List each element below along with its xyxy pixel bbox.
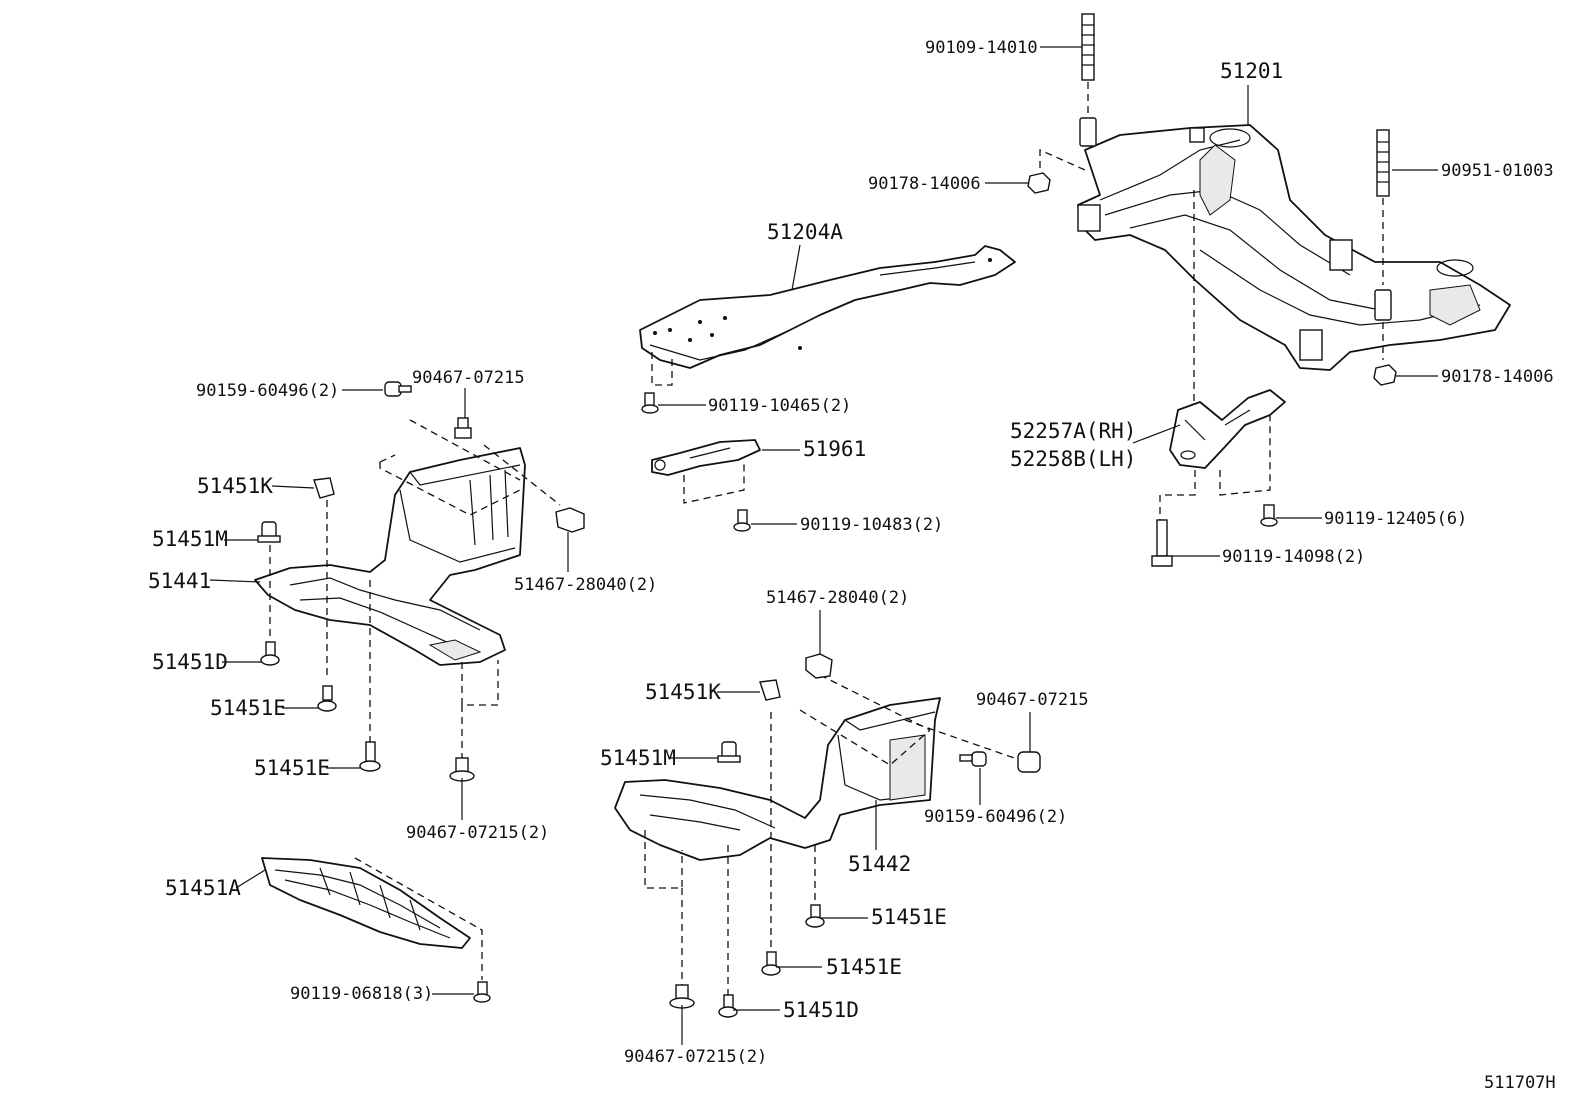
label-51442: 51442 (848, 852, 911, 876)
under-cover-51441 (254, 419, 561, 760)
bolt-51451E-left-b (359, 741, 381, 772)
clip-90467-07215-bottom-left (449, 757, 475, 782)
bolt-90119-10483 (733, 509, 751, 532)
bolt-90119-10465 (641, 392, 659, 414)
label-90178-14006-upper: 90178-14006 (868, 174, 981, 194)
bracket-52257A-52258B (1159, 190, 1286, 520)
label-90178-14006-lower: 90178-14006 (1441, 367, 1554, 387)
nut-90178-14006-upper (1027, 148, 1086, 194)
bracket-51961 (651, 439, 761, 504)
nut-51451K-right (759, 679, 781, 701)
clip-51451M-left (257, 521, 281, 543)
clip-51451M-right (717, 741, 741, 763)
nut-90178-14006-lower (1373, 364, 1397, 386)
suspension-member-51201 (1077, 124, 1511, 371)
bolt-51451D-right (718, 994, 738, 1018)
diagram-id: 511707H (1484, 1073, 1556, 1093)
label-90467-07215-bottom-left: 90467-07215(2) (406, 823, 549, 843)
label-51451M-right: 51451M (600, 746, 676, 770)
stud-90951-01003 (1374, 129, 1392, 360)
label-51451E-right-b: 51451E (826, 955, 902, 979)
label-90951-01003: 90951-01003 (1441, 161, 1554, 181)
label-51467-28040-right: 51467-28040(2) (766, 588, 909, 608)
crossmember-51204A (639, 245, 1016, 386)
label-51451E-right-a: 51451E (871, 905, 947, 929)
stud-90109-14010 (1079, 13, 1097, 147)
label-51201: 51201 (1220, 59, 1283, 83)
cover-51451A (261, 857, 483, 980)
label-52257A-RH: 52257A(RH) (1010, 419, 1136, 443)
label-90467-07215-right: 90467-07215 (976, 690, 1089, 710)
clip-90467-07215-bottom-right (669, 984, 695, 1009)
label-51441: 51441 (148, 569, 211, 593)
bolt-90119-12405 (1260, 504, 1278, 527)
label-90119-10483: 90119-10483(2) (800, 515, 943, 535)
bolt-90119-14098 (1151, 519, 1173, 567)
label-51451A: 51451A (165, 876, 241, 900)
label-51451D-left: 51451D (152, 650, 228, 674)
part-labels: 90109-14010 51201 90178-14006 90951-0100… (148, 38, 1556, 1093)
label-51451K-left: 51451K (197, 474, 273, 498)
clip-51467-28040-right (805, 610, 833, 679)
bolt-90119-06818 (473, 981, 491, 1003)
clip-51467-28040-left (555, 507, 585, 533)
bolt-51451E-right-b (761, 951, 781, 976)
label-90467-07215-bottom-right: 90467-07215(2) (624, 1047, 767, 1067)
label-90467-07215-top: 90467-07215 (412, 368, 525, 388)
nut-51451K-left (313, 477, 335, 499)
bolt-51451D-left (260, 641, 280, 666)
label-90109-14010: 90109-14010 (925, 38, 1038, 58)
label-90119-12405: 90119-12405(6) (1324, 509, 1467, 529)
label-51451E-left-b: 51451E (254, 756, 330, 780)
label-51467-28040-left: 51467-28040(2) (514, 575, 657, 595)
clip-90467-07215-right (1017, 751, 1041, 773)
clip-90159-60496-left (384, 381, 412, 397)
under-cover-51442 (614, 674, 1021, 995)
label-51451K-right: 51451K (645, 680, 721, 704)
leader-lines (209, 46, 1438, 1045)
label-51451M-left: 51451M (152, 527, 228, 551)
label-90159-60496-left: 90159-60496(2) (196, 381, 339, 401)
label-90119-10465: 90119-10465(2) (708, 396, 851, 416)
bolt-51451E-right-a (805, 904, 825, 928)
label-90159-60496-right: 90159-60496(2) (924, 807, 1067, 827)
label-51451D-right: 51451D (783, 998, 859, 1022)
label-90119-06818: 90119-06818(3) (290, 984, 433, 1004)
label-90119-14098: 90119-14098(2) (1222, 547, 1365, 567)
bolt-51451E-left-a (317, 685, 337, 712)
clip-90159-60496-right (959, 751, 987, 767)
label-51961: 51961 (803, 437, 866, 461)
clip-90467-07215-top (454, 417, 472, 439)
label-51451E-left-a: 51451E (210, 696, 286, 720)
label-51204A: 51204A (767, 220, 843, 244)
label-52258B-LH: 52258B(LH) (1010, 447, 1136, 471)
